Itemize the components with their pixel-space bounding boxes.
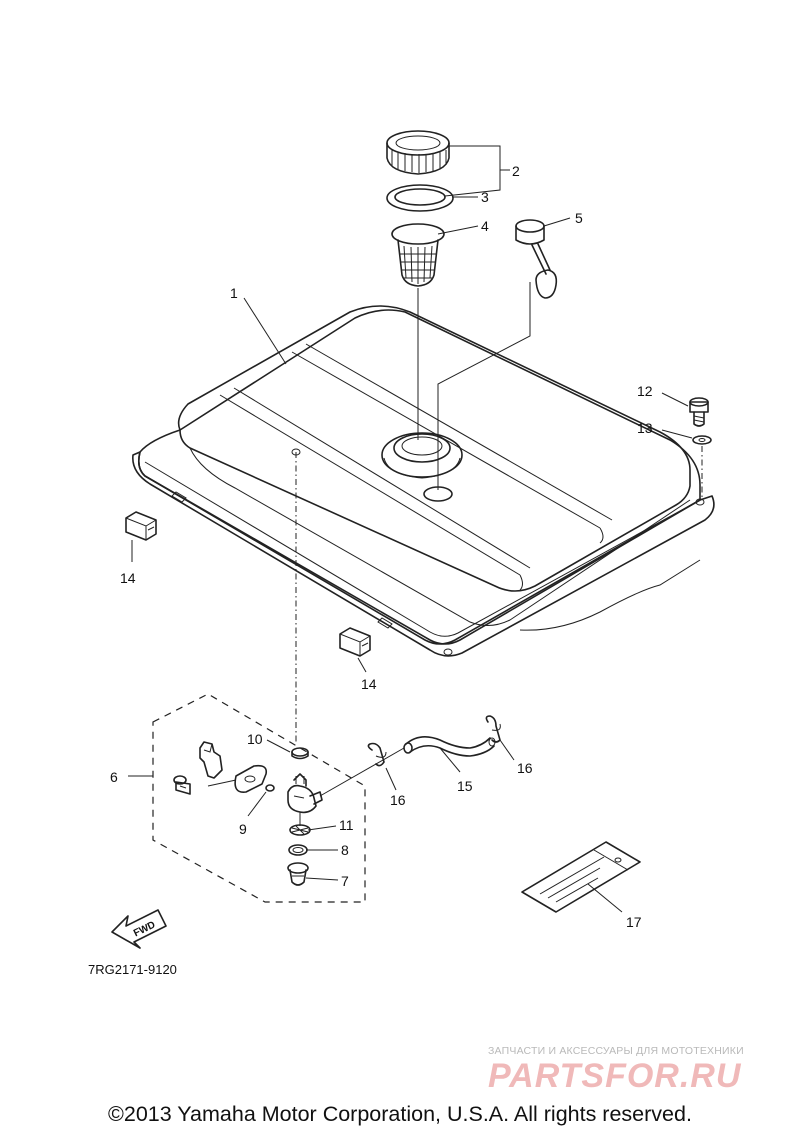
cock-washer-10 [291,747,309,760]
cock-o-ring [265,784,275,792]
fuel-hose [403,736,496,757]
hose-clip-left [367,742,387,767]
callout-8: 8 [341,842,349,858]
callout-9: 9 [239,821,247,837]
bolt [689,397,709,427]
callout-12: 12 [637,383,653,399]
copyright-notice: ©2013 Yamaha Motor Corporation, U.S.A. A… [108,1102,692,1126]
callout-7: 7 [341,873,349,889]
diagram-code: 7RG2171-9120 [88,962,177,977]
fuel-strainer [391,223,445,287]
fuel-tank [132,305,715,657]
callout-15: 15 [457,778,473,794]
cock-cup-7 [287,862,309,886]
callout-1: 1 [230,285,238,301]
cock-o-ring-8 [288,844,308,856]
callout-2: 2 [512,163,520,179]
fuel-cock-group-outline [152,693,366,903]
callout-11: 11 [339,817,354,833]
washer [692,435,712,445]
hose-clip-right [485,715,501,743]
fuel-cock-body [287,773,323,814]
callout-4: 4 [481,218,489,234]
callout-16-right: 16 [517,760,533,776]
callout-10: 10 [247,731,263,747]
callout-13: 13 [637,420,653,436]
watermark-tagline: ЗАПЧАСТИ И АКСЕССУАРЫ ДЛЯ МОТОТЕХНИКИ [488,1045,744,1057]
fuel-gauge [515,219,558,299]
cap-gasket [386,184,454,212]
assembly-lines [207,282,703,826]
callout-3: 3 [481,189,489,205]
cock-plate [234,764,268,793]
cock-filter-11 [289,824,311,836]
callout-14-left: 14 [120,570,136,586]
watermark-brand: PARTSFOR.RU [488,1057,742,1095]
leader-lines [128,145,693,913]
callout-16-left: 16 [390,792,406,808]
damper-right [339,627,371,657]
label-bag [521,841,641,913]
callout-14-right: 14 [361,676,377,692]
damper-left [125,511,157,541]
callout-5: 5 [575,210,583,226]
cock-screw [173,775,191,795]
callout-17: 17 [626,914,642,930]
callout-6: 6 [110,769,118,785]
fuel-cap [386,130,450,175]
fwd-arrow-icon: FWD [111,909,167,949]
cock-lever [199,741,223,779]
